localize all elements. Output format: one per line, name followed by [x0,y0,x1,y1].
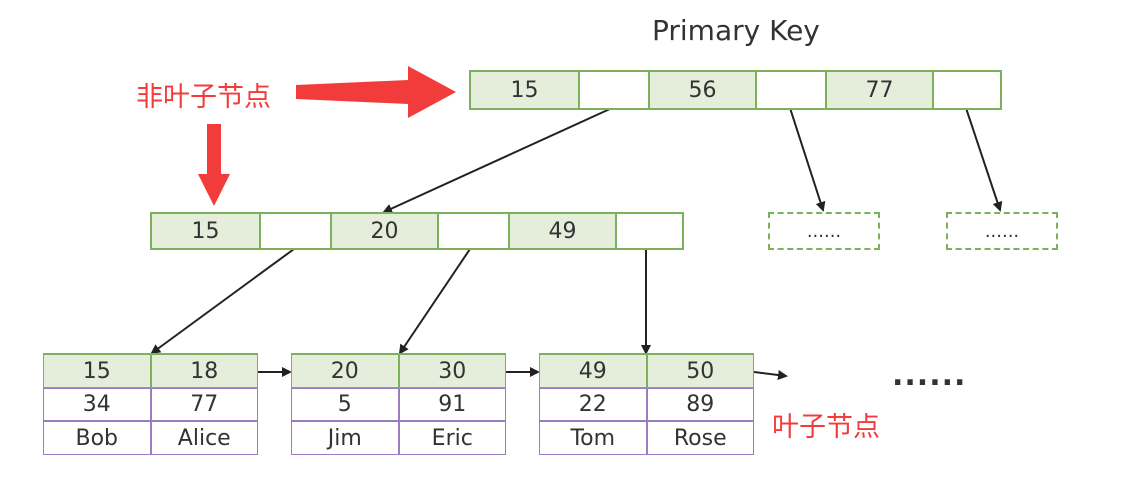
leaf3-name-1: Tom [539,421,647,455]
leaf1-value-1: 34 [43,388,151,421]
leaf1-key-2: 18 [150,353,258,388]
leaf2-value-2: 91 [398,388,506,421]
more-leaves-ellipsis: ...... [892,358,967,393]
leaf2-key-2: 30 [398,353,506,388]
internal-pointer-1 [259,214,330,248]
leaf3-value-1: 22 [539,388,647,421]
root-key-3: 77 [825,72,932,108]
placeholder-node-1: ...... [768,212,880,250]
leaf-node-2: 20 30 5 91 Jim Eric [291,353,506,455]
leaf1-name-1: Bob [43,421,151,455]
internal-key-3: 49 [508,214,615,248]
non-leaf-node-label: 非叶子节点 [136,82,271,113]
arrow-root-to-placeholder-1 [789,107,826,212]
non-leaf-pointer-arrow-down [198,124,230,206]
leaf-node-label: 叶子节点 [772,412,880,443]
non-leaf-pointer-arrow-right [296,66,456,118]
arrow-internal-to-leaf-2 [398,248,471,355]
internal-pointer-2 [437,214,508,248]
leaf1-value-2: 77 [150,388,258,421]
arrow-leaf3-to-next [753,370,788,380]
leaf-node-3: 49 50 22 89 Tom Rose [539,353,754,455]
internal-key-2: 20 [330,214,437,248]
leaf2-key-1: 20 [291,353,399,388]
leaf3-value-2: 89 [646,388,754,421]
leaf3-key-1: 49 [539,353,647,388]
arrow-root-to-internal [382,107,613,214]
root-pointer-2 [755,72,825,108]
leaf3-key-2: 50 [646,353,754,388]
leaf2-value-1: 5 [291,388,399,421]
internal-node: 15 20 49 [150,212,684,250]
root-key-2: 56 [648,72,755,108]
leaf2-name-1: Jim [291,421,399,455]
arrow-root-to-placeholder-2 [965,107,1003,212]
leaf-node-1: 15 18 34 77 Bob Alice [43,353,258,455]
leaf2-name-2: Eric [398,421,506,455]
leaf1-name-2: Alice [150,421,258,455]
root-node: 15 56 77 [469,70,1002,110]
root-key-1: 15 [471,72,578,108]
internal-key-1: 15 [152,214,259,248]
leaf1-key-1: 15 [43,353,151,388]
root-pointer-3 [932,72,1000,108]
leaf3-name-2: Rose [646,421,754,455]
root-pointer-1 [578,72,648,108]
arrow-internal-to-leaf-1 [150,248,295,355]
internal-pointer-3 [615,214,682,248]
diagram-title: Primary Key [652,14,820,47]
placeholder-node-2: ...... [946,212,1058,250]
